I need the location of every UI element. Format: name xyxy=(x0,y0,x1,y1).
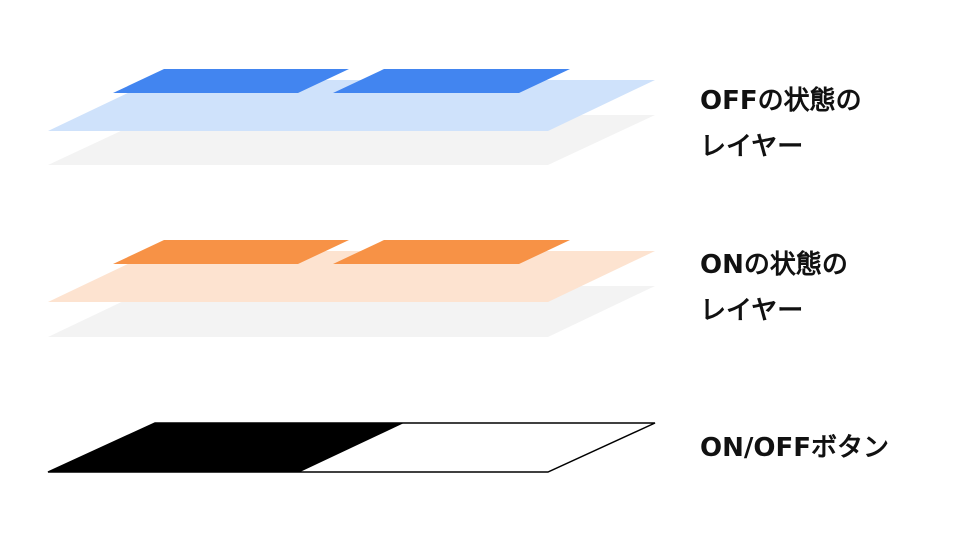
on-layer-stack xyxy=(48,240,655,337)
on-off-button-shape xyxy=(47,422,656,473)
off-layer-label: OFFの状態の レイヤー xyxy=(700,78,862,170)
on-key-right xyxy=(333,240,570,264)
button-off-part xyxy=(300,423,655,472)
button-on-part xyxy=(48,423,404,472)
off-key-left xyxy=(113,69,349,93)
on-layer-label-line-1: ONの状態の xyxy=(700,250,848,280)
off-layer-stack xyxy=(48,69,655,165)
off-key-right xyxy=(333,69,570,93)
on-layer-label-line-2: レイヤー xyxy=(700,296,804,326)
on-key-left xyxy=(113,240,349,264)
off-layer-label-line-2: レイヤー xyxy=(700,132,804,162)
on-layer-label: ONの状態の レイヤー xyxy=(700,242,848,334)
on-off-button-label: ON/OFFボタン xyxy=(700,425,889,471)
button-outline xyxy=(47,422,656,473)
on-off-button-label-line-1: ON/OFFボタン xyxy=(700,433,889,463)
off-layer-label-line-1: OFFの状態の xyxy=(700,86,862,116)
